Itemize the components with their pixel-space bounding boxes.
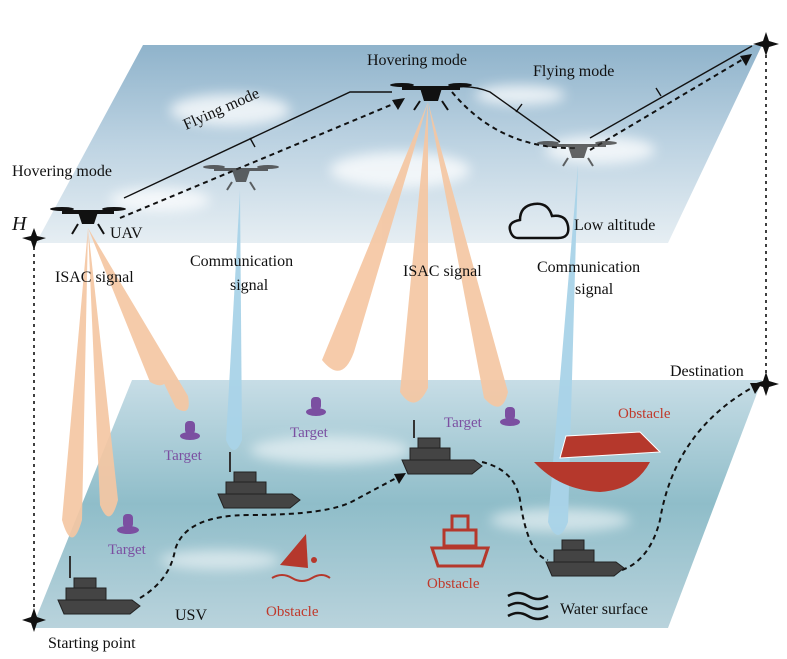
target-label: Target (444, 415, 483, 431)
starting-point-label: Starting point (48, 635, 136, 652)
upper-destination-star-icon (753, 32, 779, 56)
target-icon (500, 407, 520, 426)
obstacle-surfer-label: Obstacle (266, 604, 319, 620)
communication-signal-right-label-line1: Communication (537, 259, 640, 276)
height-star-icon (22, 228, 46, 250)
start-star-icon (22, 608, 46, 632)
waypoint-stars (22, 32, 779, 632)
target-icon (180, 421, 200, 440)
water-surface-icon (507, 591, 549, 621)
usv-boat-icon (401, 420, 483, 475)
usv-trajectory (139, 385, 756, 599)
obstacle-boat-icon (534, 431, 662, 492)
usv-boat-icon (545, 539, 625, 577)
isac-signal-left-label: ISAC signal (55, 269, 134, 286)
destination-star-icon (753, 372, 779, 396)
water-surface-label: Water surface (560, 601, 648, 618)
uav-drone-icon (390, 83, 472, 111)
uav-trajectory (119, 57, 746, 219)
vertical-height-lines (33, 48, 767, 620)
target-icon (117, 514, 139, 534)
height-label: H (11, 213, 28, 235)
obstacle-ship-label: Obstacle (427, 576, 480, 592)
obstacle-surfer-icon (271, 534, 331, 582)
destination-label: Destination (670, 363, 744, 380)
communication-beams (226, 165, 578, 535)
hovering-mode-left-label: Hovering mode (12, 163, 112, 180)
target-label: Target (290, 425, 329, 441)
target-icon (306, 397, 326, 416)
usv-boat-icon (217, 452, 301, 509)
target-label: Target (108, 542, 147, 558)
communication-signal-right-label-line2: signal (575, 281, 614, 298)
isac-beams (62, 102, 508, 538)
isac-signal-center-label: ISAC signal (403, 263, 482, 280)
low-altitude-label: Low altitude (574, 217, 655, 234)
uav-drone-icon (50, 207, 126, 235)
obstacle-ship-icon (429, 514, 491, 568)
uav-drone-icon (203, 165, 279, 191)
upper-plane (36, 45, 762, 243)
uav-drone-icon (537, 141, 617, 167)
cloud-icon (508, 202, 570, 240)
obstacle-boat-label: Obstacle (618, 406, 671, 422)
uav-trajectory-arrows (392, 54, 752, 110)
uav-label: UAV (110, 225, 143, 242)
hovering-mode-center-label: Hovering mode (367, 52, 467, 69)
target-label: Target (164, 448, 203, 464)
communication-signal-left-label-line1: Communication (190, 253, 293, 270)
usv-boat-icon (57, 556, 141, 615)
flying-mode-right-label: Flying mode (533, 63, 614, 80)
communication-signal-left-label-line2: signal (230, 277, 269, 294)
usv-label: USV (175, 607, 207, 624)
target-markers (117, 397, 520, 534)
